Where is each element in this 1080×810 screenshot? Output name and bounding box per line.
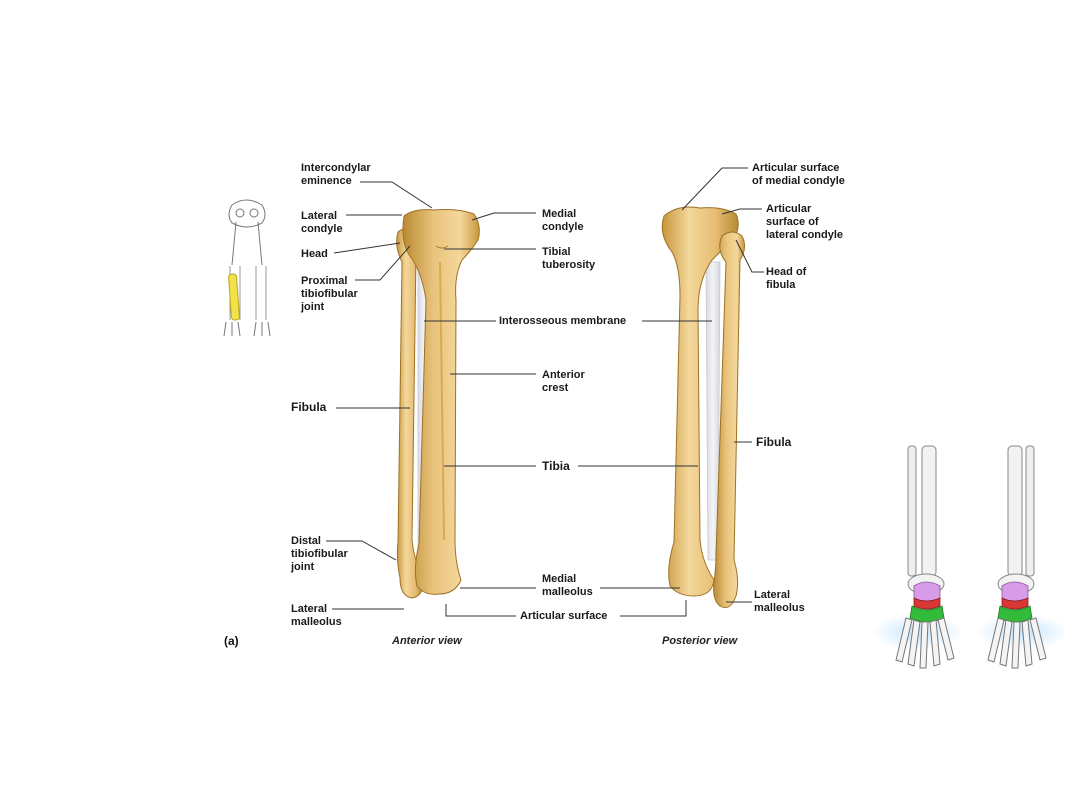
label-lateral-malleolus-left: Lateral malleolus <box>291 603 342 628</box>
label-distal-tibiofibular-joint: Distal tibiofibular joint <box>291 535 348 573</box>
leader-lines <box>326 167 764 617</box>
label-articular-surface-lateral-condyle: Articular surface of lateral condyle <box>766 203 844 241</box>
label-proximal-tibiofibular-joint: Proximal tibiofibular joint <box>301 275 358 313</box>
highlighted-fibula-icon <box>228 273 240 321</box>
navicular-left <box>913 597 941 610</box>
label-tibial-tuberosity: Tibial tuberosity <box>542 246 596 271</box>
tibia-posterior <box>661 206 739 597</box>
label-head: Head <box>301 248 328 260</box>
label-lateral-condyle: Lateral condyle <box>301 210 343 235</box>
talus-right <box>1001 581 1029 602</box>
label-articular-surface-medial-condyle: Articular surface of medial condyle <box>752 162 845 187</box>
label-lateral-malleolus-right: Lateral malleolus <box>754 589 805 614</box>
cuneiforms-right <box>997 605 1033 623</box>
anterior-view-caption: Anterior view <box>392 635 462 647</box>
label-articular-surface: Articular surface <box>520 610 608 622</box>
fibula-posterior <box>713 231 746 609</box>
talus-left <box>913 581 941 602</box>
posterior-view-caption: Posterior view <box>662 635 738 647</box>
label-intercondylar-eminence: Intercondylar eminence <box>301 162 371 187</box>
label-medial-condyle: Medial condyle <box>542 208 584 233</box>
panel-label: (a) <box>224 634 239 648</box>
label-head-of-fibula: Head of fibula <box>766 266 807 291</box>
label-medial-malleolus: Medial malleolus <box>542 573 593 598</box>
label-fibula-left: Fibula <box>291 400 327 414</box>
label-tibia: Tibia <box>542 459 570 473</box>
label-interosseous-membrane: Interosseous membrane <box>499 315 627 327</box>
label-fibula-right: Fibula <box>756 435 792 449</box>
label-anterior-crest: Anterior crest <box>542 369 585 394</box>
ankle-foot-inset <box>860 445 1070 736</box>
navicular-right <box>1001 597 1029 610</box>
